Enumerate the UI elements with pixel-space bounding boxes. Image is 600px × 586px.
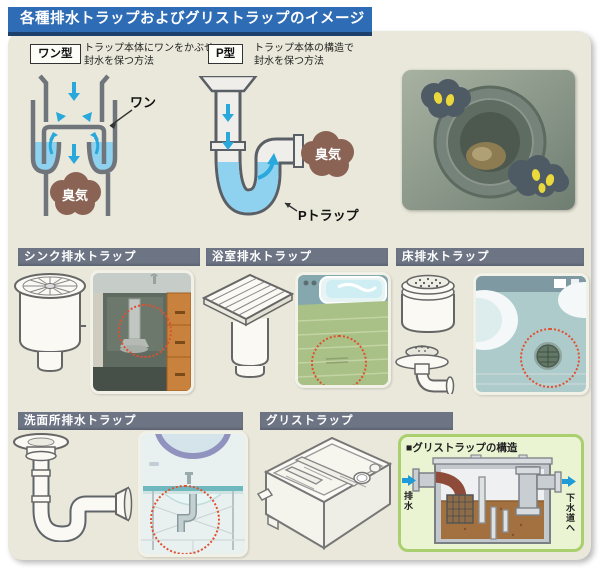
odor-cloud <box>50 172 101 215</box>
section-bar-floor: 床排水トラップ <box>396 248 584 266</box>
grease-structure-panel: ■グリストラップの構造 <box>398 434 584 552</box>
grease-trap-drawing <box>256 436 393 550</box>
wan-part-label: ワン <box>130 95 156 110</box>
wan-type-desc: トラップ本体にワンをかぶせ 封水を保つ方法 <box>84 42 214 68</box>
highlight-circle <box>118 304 172 358</box>
bath-trap-drawing <box>202 273 294 379</box>
section-bar-washstand: 洗面所排水トラップ <box>18 412 243 430</box>
outlet-label: 下水道へ <box>565 493 575 533</box>
section-bar-grease: グリストラップ <box>260 412 453 430</box>
wan-desc-line2: 封水を保つ方法 <box>84 56 154 67</box>
p-type-desc: トラップ本体の構造で 封水を保つ方法 <box>254 42 354 68</box>
washbasin-illustration <box>138 431 248 557</box>
grease-structure-title: ■グリストラップの構造 <box>406 442 518 454</box>
p-trap-diagram: 臭気 Pトラップ <box>198 76 360 223</box>
floor-trap-drawing <box>395 274 455 394</box>
funnel-inlet <box>198 76 258 93</box>
flow-arrow-icons <box>222 104 279 180</box>
wan-odor-label: 臭気 <box>62 188 88 203</box>
washstand-trap-drawing <box>13 433 133 542</box>
wan-trap-diagram: 臭気 ワン <box>30 74 156 216</box>
p-type-box: P型 <box>208 44 244 64</box>
wan-type-box: ワン型 <box>30 44 81 64</box>
floor-drain-illustration <box>473 273 589 395</box>
highlight-circle <box>150 485 220 554</box>
p-odor-label: 臭気 <box>315 147 341 162</box>
highlight-circle <box>520 328 580 388</box>
flow-arrow-icons <box>48 82 100 164</box>
p-desc-line1: トラップ本体の構造で <box>254 43 354 54</box>
p-desc-line2: 封水を保つ方法 <box>254 56 324 67</box>
bathroom-illustration <box>295 272 391 388</box>
flow-arrow-icons <box>402 475 576 487</box>
under-sink-illustration <box>90 270 194 394</box>
sink-trap-drawing <box>14 273 86 373</box>
grease-structure-diagram <box>402 454 576 544</box>
wan-desc-line1: トラップ本体にワンをかぶせ <box>84 43 214 54</box>
inlet-label: 排水 <box>403 491 413 511</box>
dirty-drain-photo <box>402 70 575 210</box>
water-seal <box>217 162 279 213</box>
section-bar-bath: 浴室排水トラップ <box>206 248 388 266</box>
highlight-circle <box>311 335 367 385</box>
p-trap-label: Pトラップ <box>298 208 360 223</box>
page-title: 各種排水トラップおよびグリストラップのイメージ <box>8 7 372 36</box>
odor-cloud <box>301 131 354 177</box>
section-bar-sink: シンク排水トラップ <box>18 248 200 266</box>
